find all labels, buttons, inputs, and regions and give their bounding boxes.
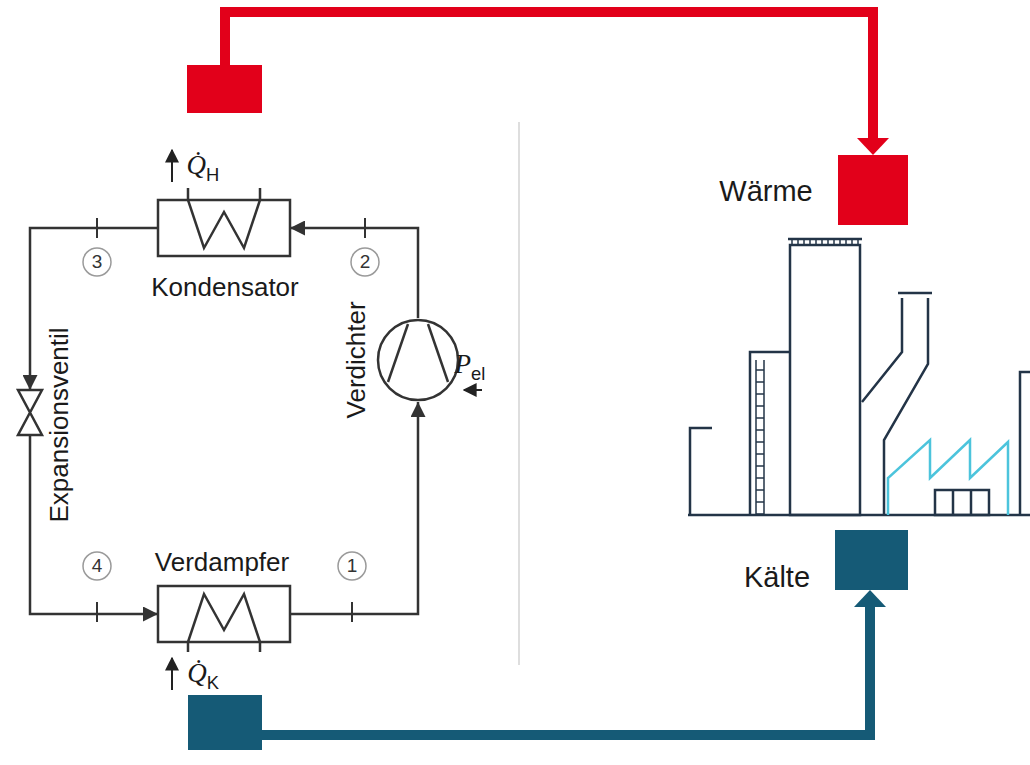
door-division	[970, 490, 973, 515]
node-label: Kälte	[744, 561, 810, 594]
divider-line	[518, 122, 519, 665]
compressor-blade	[428, 324, 448, 382]
node-label: Verdichter	[342, 301, 372, 418]
ladder-rung	[756, 381, 764, 383]
cold-flow-line	[262, 604, 870, 735]
cap-tick	[809, 239, 811, 245]
heat-flow-arrowhead	[857, 138, 889, 155]
heat-flux-arrow	[171, 150, 173, 182]
tower-cap-ticks	[792, 239, 858, 245]
node-label: Kondensator	[151, 273, 298, 303]
ladder-rung	[756, 489, 764, 491]
side-structure	[750, 352, 790, 515]
expansion-valve: Expansionsventil	[18, 390, 42, 435]
factory-illustration	[688, 239, 1030, 515]
node-outline	[158, 200, 290, 256]
heat-flux-arrow	[171, 658, 173, 690]
state-circle	[83, 552, 111, 580]
symbol-label: Q̇H	[187, 150, 220, 181]
node-label: Expansionsventil	[45, 327, 75, 522]
ladder-rails	[756, 360, 764, 515]
ladder-rung	[756, 417, 764, 419]
power-arrow	[464, 389, 482, 391]
exchanger-housing	[158, 586, 290, 642]
cap-tick	[833, 239, 835, 245]
node-outline	[376, 318, 460, 402]
compressor-blade	[388, 324, 408, 382]
heat-source-block	[187, 65, 262, 113]
cap-tick	[797, 239, 799, 245]
cap-tick	[791, 239, 793, 245]
cold-flow-arrowhead	[854, 590, 886, 607]
ladder-rung	[756, 453, 764, 455]
ladder-rung	[756, 465, 764, 467]
ladder-rung	[756, 441, 764, 443]
ladder-rung	[756, 369, 764, 371]
condenser-box: Kondensator	[158, 200, 290, 256]
tower-cap	[788, 238, 862, 241]
state-circle	[351, 248, 379, 276]
exchanger-housing	[158, 200, 290, 256]
symbol-label: Pel	[455, 349, 486, 380]
state-number: 4	[92, 555, 103, 577]
node-outline	[18, 390, 42, 435]
exchanger-coil	[188, 594, 260, 652]
ladder-rung	[756, 405, 764, 407]
factory-roof	[888, 440, 1008, 515]
compressor-casing	[378, 320, 458, 400]
right-chimney	[1020, 372, 1030, 515]
cap-tick	[815, 239, 817, 245]
state-number: 2	[360, 251, 371, 273]
ladder-rung	[756, 429, 764, 431]
door-division	[952, 490, 955, 515]
node-outline	[158, 586, 290, 642]
compressor-symbol: Verdichter	[376, 318, 460, 402]
cap-tick	[845, 239, 847, 245]
symbol-label: Q̇K	[187, 658, 219, 689]
cold-source-block	[188, 695, 262, 750]
node-label: Wärme	[719, 175, 812, 208]
small-pipe	[690, 428, 712, 515]
cap-tick	[827, 239, 829, 245]
state-circle	[83, 248, 111, 276]
ladder-rung	[756, 501, 764, 503]
state-circle	[338, 552, 366, 580]
hopper-left	[862, 298, 902, 402]
ladder-rung	[756, 477, 764, 479]
cap-tick	[821, 239, 823, 245]
factory-door	[935, 490, 989, 515]
exchanger-coil	[188, 188, 260, 248]
node-label: Verdampfer	[155, 548, 289, 578]
state-tick	[351, 602, 353, 622]
hopper-cap	[898, 292, 932, 295]
state-number: 1	[347, 555, 358, 577]
state-tick	[96, 602, 98, 622]
cap-tick	[851, 239, 853, 245]
cap-tick	[839, 239, 841, 245]
pipe-connector	[290, 402, 418, 614]
state-number: 3	[92, 251, 103, 273]
evaporator-box: Verdampfer	[158, 586, 290, 642]
cap-tick	[803, 239, 805, 245]
cap-tick	[857, 239, 859, 245]
ladder-rungs	[756, 370, 764, 514]
ladder-rung	[756, 393, 764, 395]
cold-sink-box: Kälte	[835, 530, 908, 590]
heat-sink-box: Wärme	[838, 155, 908, 225]
hopper-right	[884, 298, 928, 515]
valve-bowtie	[18, 390, 42, 435]
tall-tower	[790, 245, 860, 515]
ladder-rung	[756, 513, 764, 515]
heat-flow-line	[225, 12, 873, 141]
